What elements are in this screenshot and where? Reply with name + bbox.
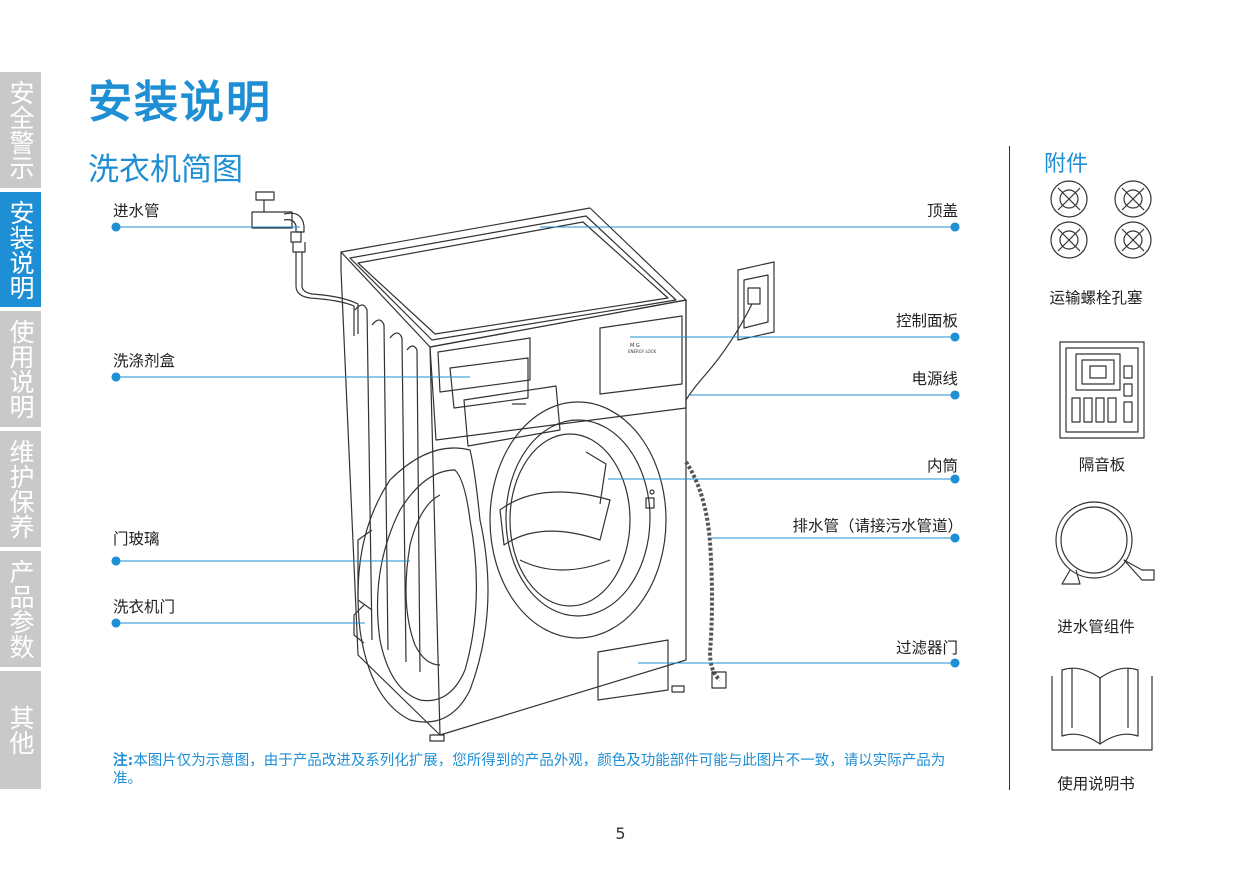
note-prefix: 注: — [113, 753, 134, 769]
manual-book-icon — [1051, 667, 1153, 751]
disclaimer-note: 注:本图片仅为示意图，由于产品改进及系列化扩展，您所得到的产品外观，颜色及功能部… — [113, 752, 963, 788]
tab-safety-warning[interactable]: 安全警示 — [0, 72, 41, 188]
label-detergent-box: 洗涤剂盒 — [113, 352, 176, 370]
label-inner-drum: 内筒 — [926, 457, 958, 475]
label-inlet-pipe: 进水管 — [113, 202, 160, 220]
label-door-glass: 门玻璃 — [113, 530, 160, 548]
column-divider — [1009, 146, 1010, 790]
label-control-panel: 控制面板 — [895, 312, 958, 330]
svg-text:ENERGY LOCK: ENERGY LOCK — [628, 349, 656, 354]
tab-maintenance[interactable]: 维护保养 — [0, 431, 41, 547]
inlet-hose-set-icon — [1055, 501, 1155, 585]
sound-insulation-board-icon — [1059, 341, 1145, 439]
page-number: 5 — [615, 824, 626, 843]
accessory-inlet-hose-label: 进水管组件 — [1057, 618, 1135, 636]
page-title: 安装说明 — [88, 77, 272, 128]
label-washer-door: 洗衣机门 — [113, 598, 176, 616]
tab-installation[interactable]: 安装说明 — [0, 192, 41, 307]
tab-usage[interactable]: 使用说明 — [0, 311, 41, 427]
label-filter-door: 过滤器门 — [895, 639, 958, 657]
svg-text:M G: M G — [630, 343, 640, 349]
tab-product-params[interactable]: 产品参数 — [0, 551, 41, 667]
label-top-cover: 顶盖 — [926, 202, 958, 220]
note-text: 本图片仅为示意图，由于产品改进及系列化扩展，您所得到的产品外观，颜色及功能部件可… — [113, 753, 946, 787]
accessory-manual-label: 使用说明书 — [1057, 775, 1135, 793]
accessory-sound-board-label: 隔音板 — [1078, 456, 1126, 474]
accessory-bolt-plugs-label: 运输螺栓孔塞 — [1049, 289, 1143, 307]
bolt-plug-icon — [1050, 180, 1152, 259]
label-power-cord: 电源线 — [911, 370, 958, 388]
label-drain-pipe: 排水管（请接污水管道） — [792, 517, 963, 535]
tab-other[interactable]: 其他 — [0, 671, 41, 789]
accessories-title: 附件 — [1044, 152, 1089, 177]
section-subtitle: 洗衣机简图 — [88, 152, 243, 188]
tap-icon — [251, 191, 305, 243]
